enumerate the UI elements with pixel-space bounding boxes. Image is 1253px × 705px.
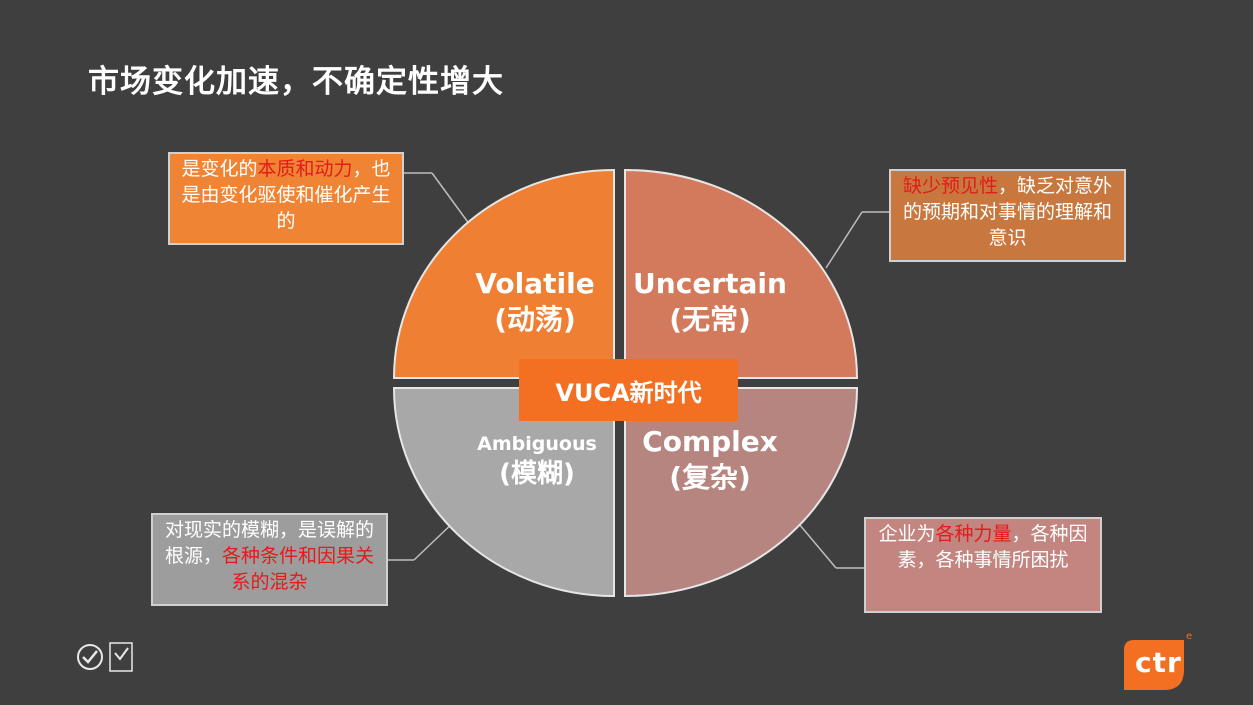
quadrant-volatile-label: Volatile (动荡) xyxy=(440,266,630,339)
callout-complex-highlight: 各种力量 xyxy=(935,523,1012,545)
quadrant-uncertain xyxy=(624,168,859,379)
quadrant-volatile xyxy=(392,168,615,379)
leader-line-complex-diag xyxy=(793,517,837,569)
callout-volatile: 是变化的本质和动力，也是由变化驱使和催化产生的 xyxy=(168,152,404,245)
callout-volatile-post: ，也是由变化驱使和催化产生的 xyxy=(181,158,391,232)
uncertain-en: Uncertain xyxy=(633,267,787,300)
center-label: VUCA新时代 xyxy=(519,359,738,421)
certification-icon xyxy=(77,642,133,672)
callout-volatile-pre: 是变化的 xyxy=(181,158,258,180)
ambiguous-cn: (模糊) xyxy=(499,459,575,489)
callout-uncertain-highlight: 缺少预见性 xyxy=(902,175,998,197)
page-title: 市场变化加速，不确定性增大 xyxy=(88,64,504,100)
callout-complex: 企业为各种力量，各种因素，各种事情所困扰 xyxy=(864,517,1102,613)
leader-line-volatile-diag xyxy=(431,172,471,226)
leader-line-uncertain-diag xyxy=(825,211,863,269)
callout-uncertain-post: ，缺乏对意外的预期和对事情的理解和意识 xyxy=(902,175,1113,249)
ctr-logo-icon xyxy=(1124,640,1184,690)
callout-volatile-highlight: 本质和动力 xyxy=(257,158,353,180)
callout-ambiguous-highlight: 各种条件和因果关系的混杂 xyxy=(222,545,375,593)
callout-complex-pre: 企业为 xyxy=(878,523,936,545)
volatile-en: Volatile xyxy=(475,267,595,300)
quadrant-uncertain-label: Uncertain (无常) xyxy=(620,266,800,339)
quadrant-complex xyxy=(624,387,859,598)
ambiguous-en: Ambiguous xyxy=(477,433,597,455)
quadrant-ambiguous xyxy=(392,387,615,598)
uncertain-cn: (无常) xyxy=(669,303,751,337)
complex-cn: (复杂) xyxy=(669,461,751,495)
quadrant-complex-label: Complex (复杂) xyxy=(620,424,800,497)
complex-en: Complex xyxy=(642,425,778,458)
ctr-logo-sup: e xyxy=(1186,631,1193,642)
ctr-logo-text: ctr xyxy=(1135,646,1182,679)
callout-uncertain: 缺少预见性，缺乏对意外的预期和对事情的理解和意识 xyxy=(889,169,1126,262)
callout-ambiguous-pre: 对现实的模糊，是误解的根源， xyxy=(164,519,374,567)
callout-complex-post: ，各种因素，各种事情所困扰 xyxy=(897,523,1088,571)
callout-ambiguous: 对现实的模糊，是误解的根源，各种条件和因果关系的混杂 xyxy=(151,513,388,606)
volatile-cn: (动荡) xyxy=(494,303,576,337)
